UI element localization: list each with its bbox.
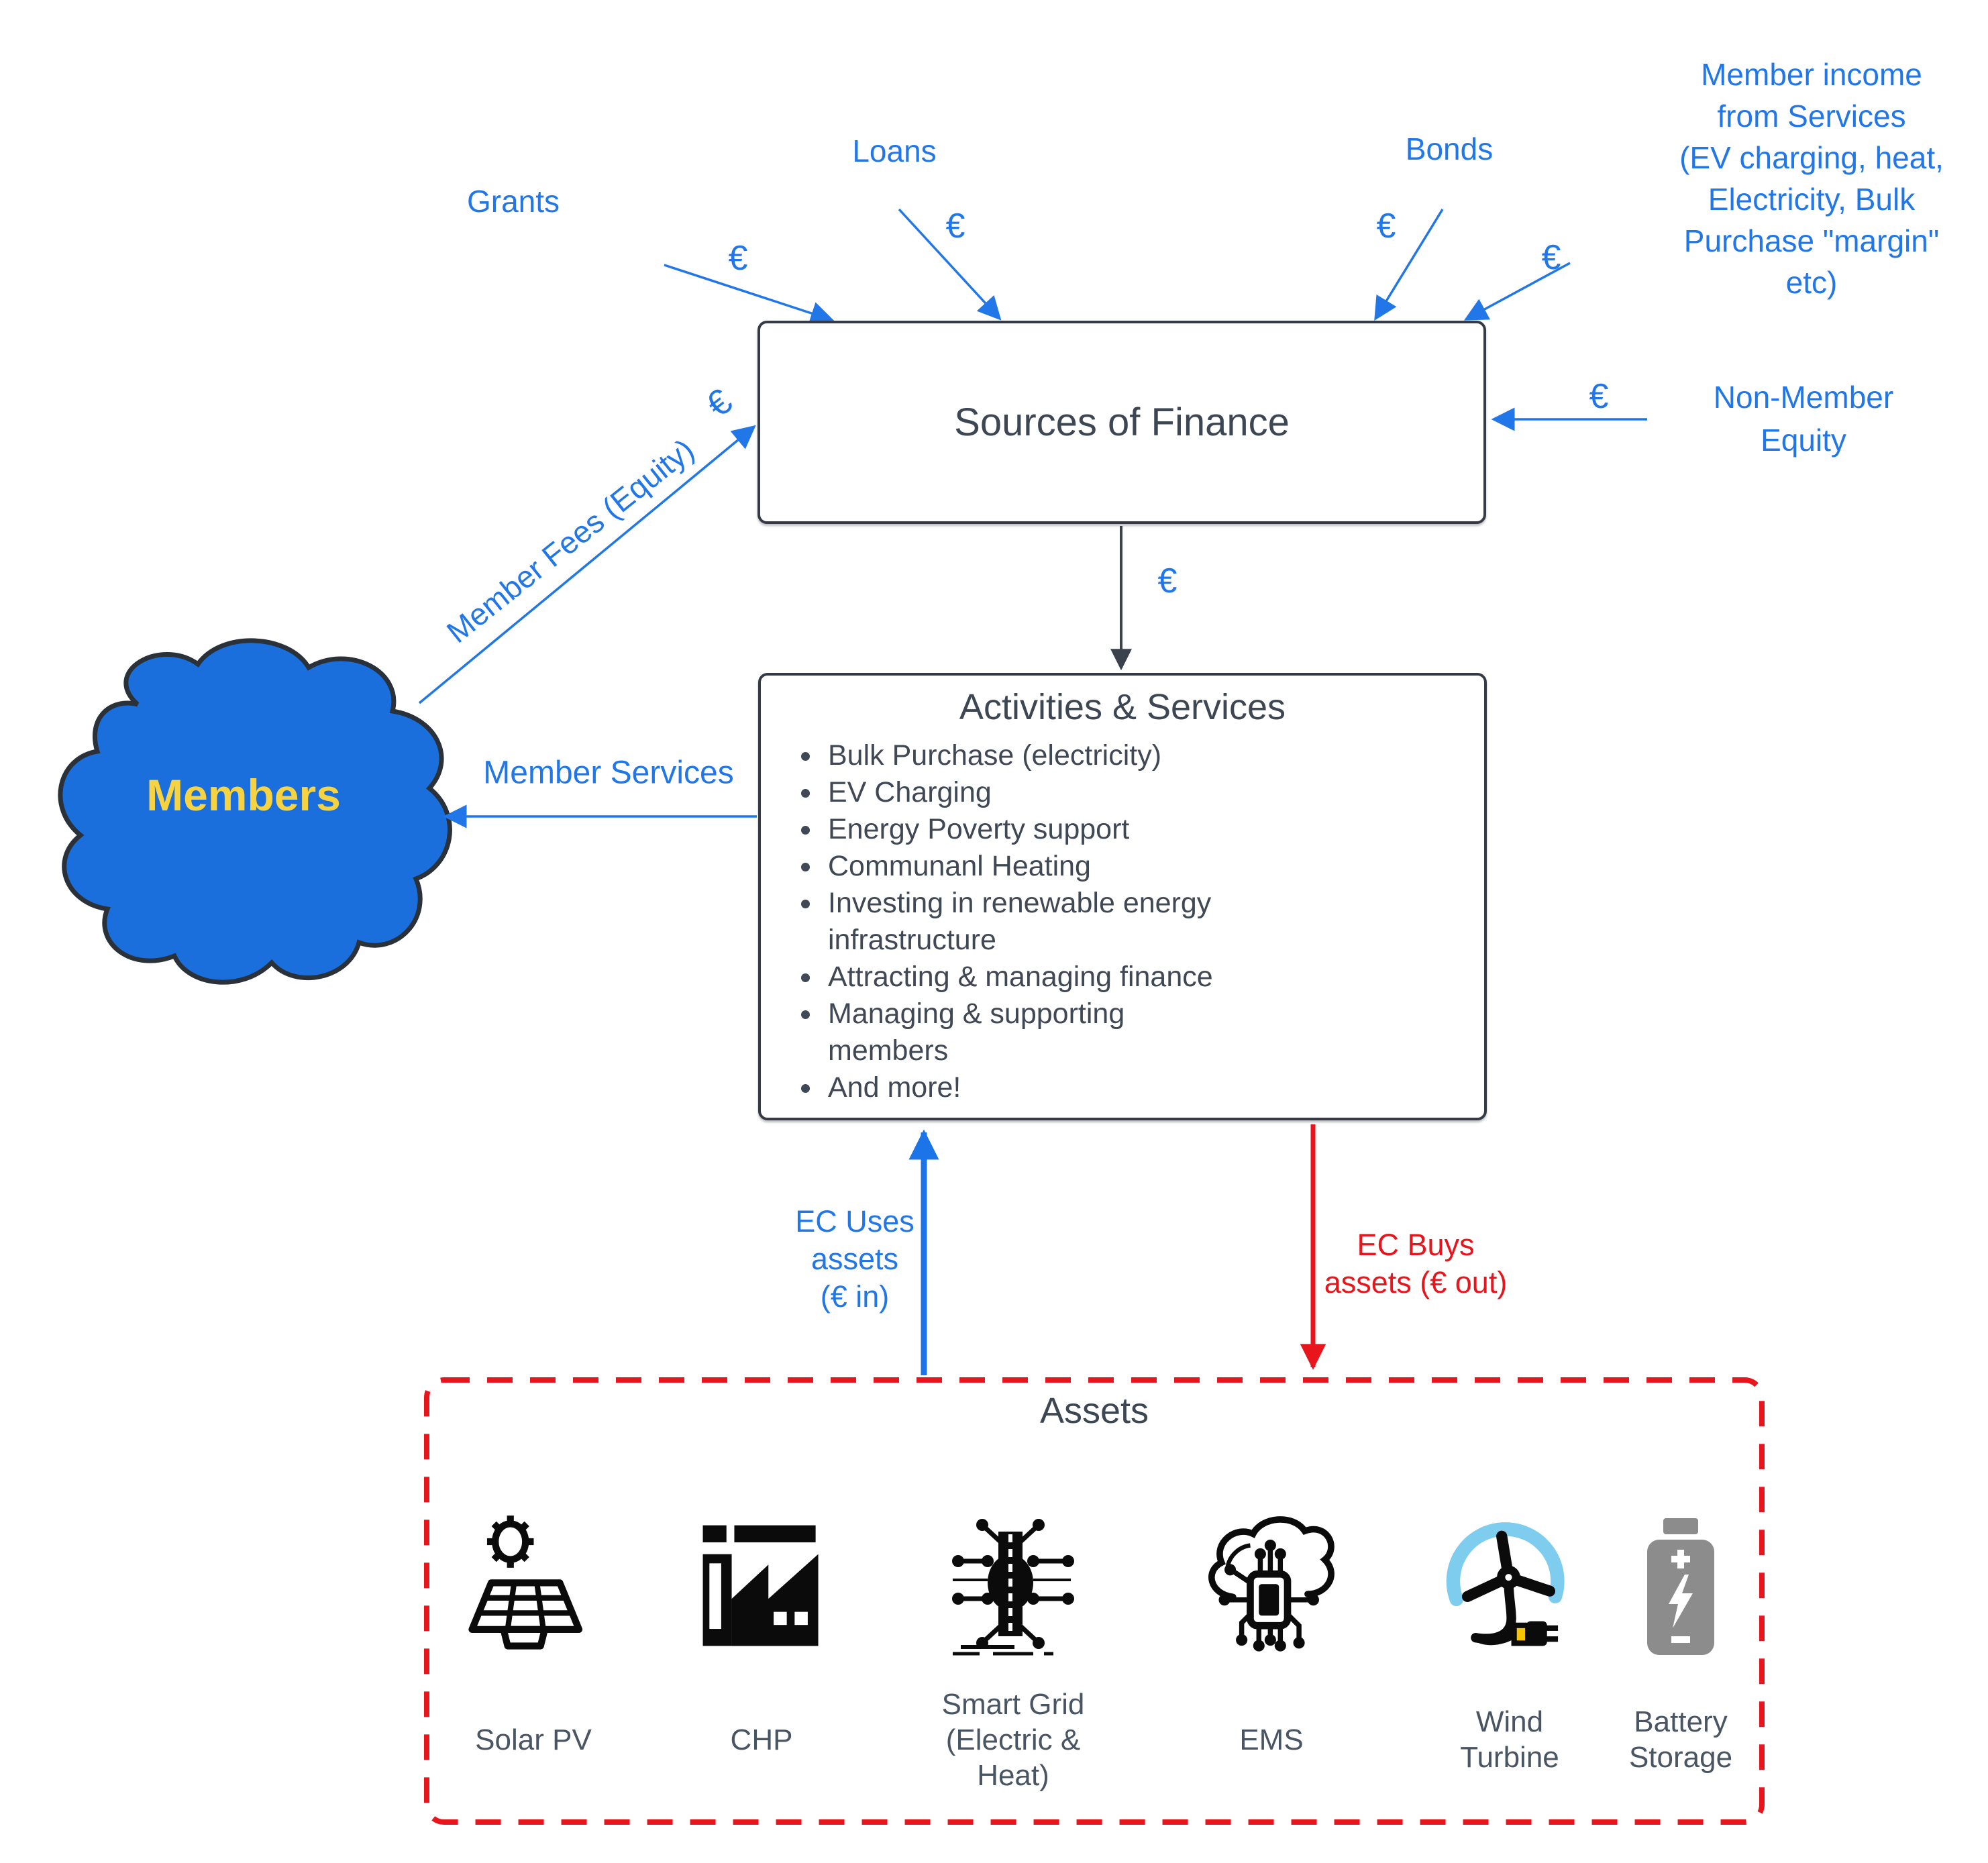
- smart-grid-icon: [952, 1519, 1074, 1656]
- members-cloud-shape: [58, 638, 452, 985]
- asset-label-ems: EMS: [1239, 1723, 1304, 1756]
- member-income-label: Member income from Services (EV charging…: [1679, 57, 1944, 300]
- asset-label-battery-storage: Battery Storage: [1628, 1705, 1733, 1774]
- asset-item-solar-pv: Solar PV: [439, 1509, 627, 1797]
- chp-icon: [702, 1525, 819, 1646]
- loans-arrow: [898, 208, 1002, 321]
- assets-box-title: Assets: [1039, 1391, 1149, 1431]
- member-services-label: Member Services: [483, 755, 734, 791]
- activities-list: Bulk Purchase (electricity) EV Charging …: [761, 737, 1484, 1106]
- loans-euro: €: [945, 207, 965, 246]
- sources-of-finance-box: Sources of Finance: [757, 321, 1486, 524]
- ems-icon: [1208, 1515, 1335, 1652]
- non-member-equity-label: Non-Member Equity: [1713, 380, 1894, 458]
- asset-item-battery-storage: Battery Storage: [1587, 1509, 1775, 1797]
- asset-item-ems: EMS: [1178, 1509, 1365, 1797]
- asset-label-smart-grid: Smart Grid (Electric & Heat): [941, 1687, 1085, 1792]
- grants-euro: €: [728, 239, 748, 278]
- ec-uses-label: EC Uses assets (€ in): [795, 1204, 914, 1314]
- activity-item: Attracting & managing finance: [823, 959, 1484, 996]
- bonds-euro: €: [1376, 207, 1396, 246]
- grants-arrow: [664, 264, 835, 325]
- bonds-label: Bonds: [1405, 131, 1494, 166]
- grants-label: Grants: [466, 184, 560, 219]
- assets-box-border: [424, 1377, 1765, 1825]
- sources-of-finance-title: Sources of Finance: [954, 401, 1290, 444]
- activity-item: Energy Poverty support: [823, 811, 1484, 848]
- activity-item: And more!: [823, 1069, 1484, 1106]
- loans-label: Loans: [852, 134, 937, 168]
- member-income-euro: €: [1541, 238, 1561, 277]
- member-fees-arrow: [418, 425, 756, 704]
- asset-item-chp: CHP: [668, 1509, 855, 1797]
- wind-turbine-icon: [1446, 1522, 1565, 1646]
- asset-item-wind-turbine: Wind Turbine: [1416, 1509, 1604, 1797]
- activity-item: Communanl Heating: [823, 848, 1484, 885]
- non-member-equity-euro: €: [1589, 377, 1609, 416]
- bonds-arrow: [1374, 209, 1444, 321]
- activity-item: EV Charging: [823, 774, 1484, 811]
- activities-services-title: Activities & Services: [959, 687, 1286, 727]
- activity-item: Managing & supporting members: [823, 996, 1484, 1069]
- battery-storage-icon: [1647, 1518, 1714, 1655]
- ec-buys-label: EC Buys assets (€ out): [1324, 1228, 1508, 1299]
- finance-to-activities-euro: €: [1157, 562, 1178, 600]
- activities-services-box: Activities & Services Bulk Purchase (ele…: [758, 673, 1487, 1120]
- activity-item: Investing in renewable energy infrastruc…: [823, 885, 1484, 959]
- activity-item: Bulk Purchase (electricity): [823, 737, 1484, 774]
- asset-item-smart-grid: Smart Grid (Electric & Heat): [919, 1509, 1107, 1797]
- asset-label-chp: CHP: [730, 1723, 793, 1756]
- members-cloud-label: Members: [146, 770, 341, 820]
- member-income-arrow: [1463, 262, 1571, 321]
- asset-label-wind-turbine: Wind Turbine: [1460, 1705, 1559, 1774]
- solar-pv-icon: [468, 1515, 582, 1650]
- asset-label-solar-pv: Solar PV: [475, 1723, 592, 1756]
